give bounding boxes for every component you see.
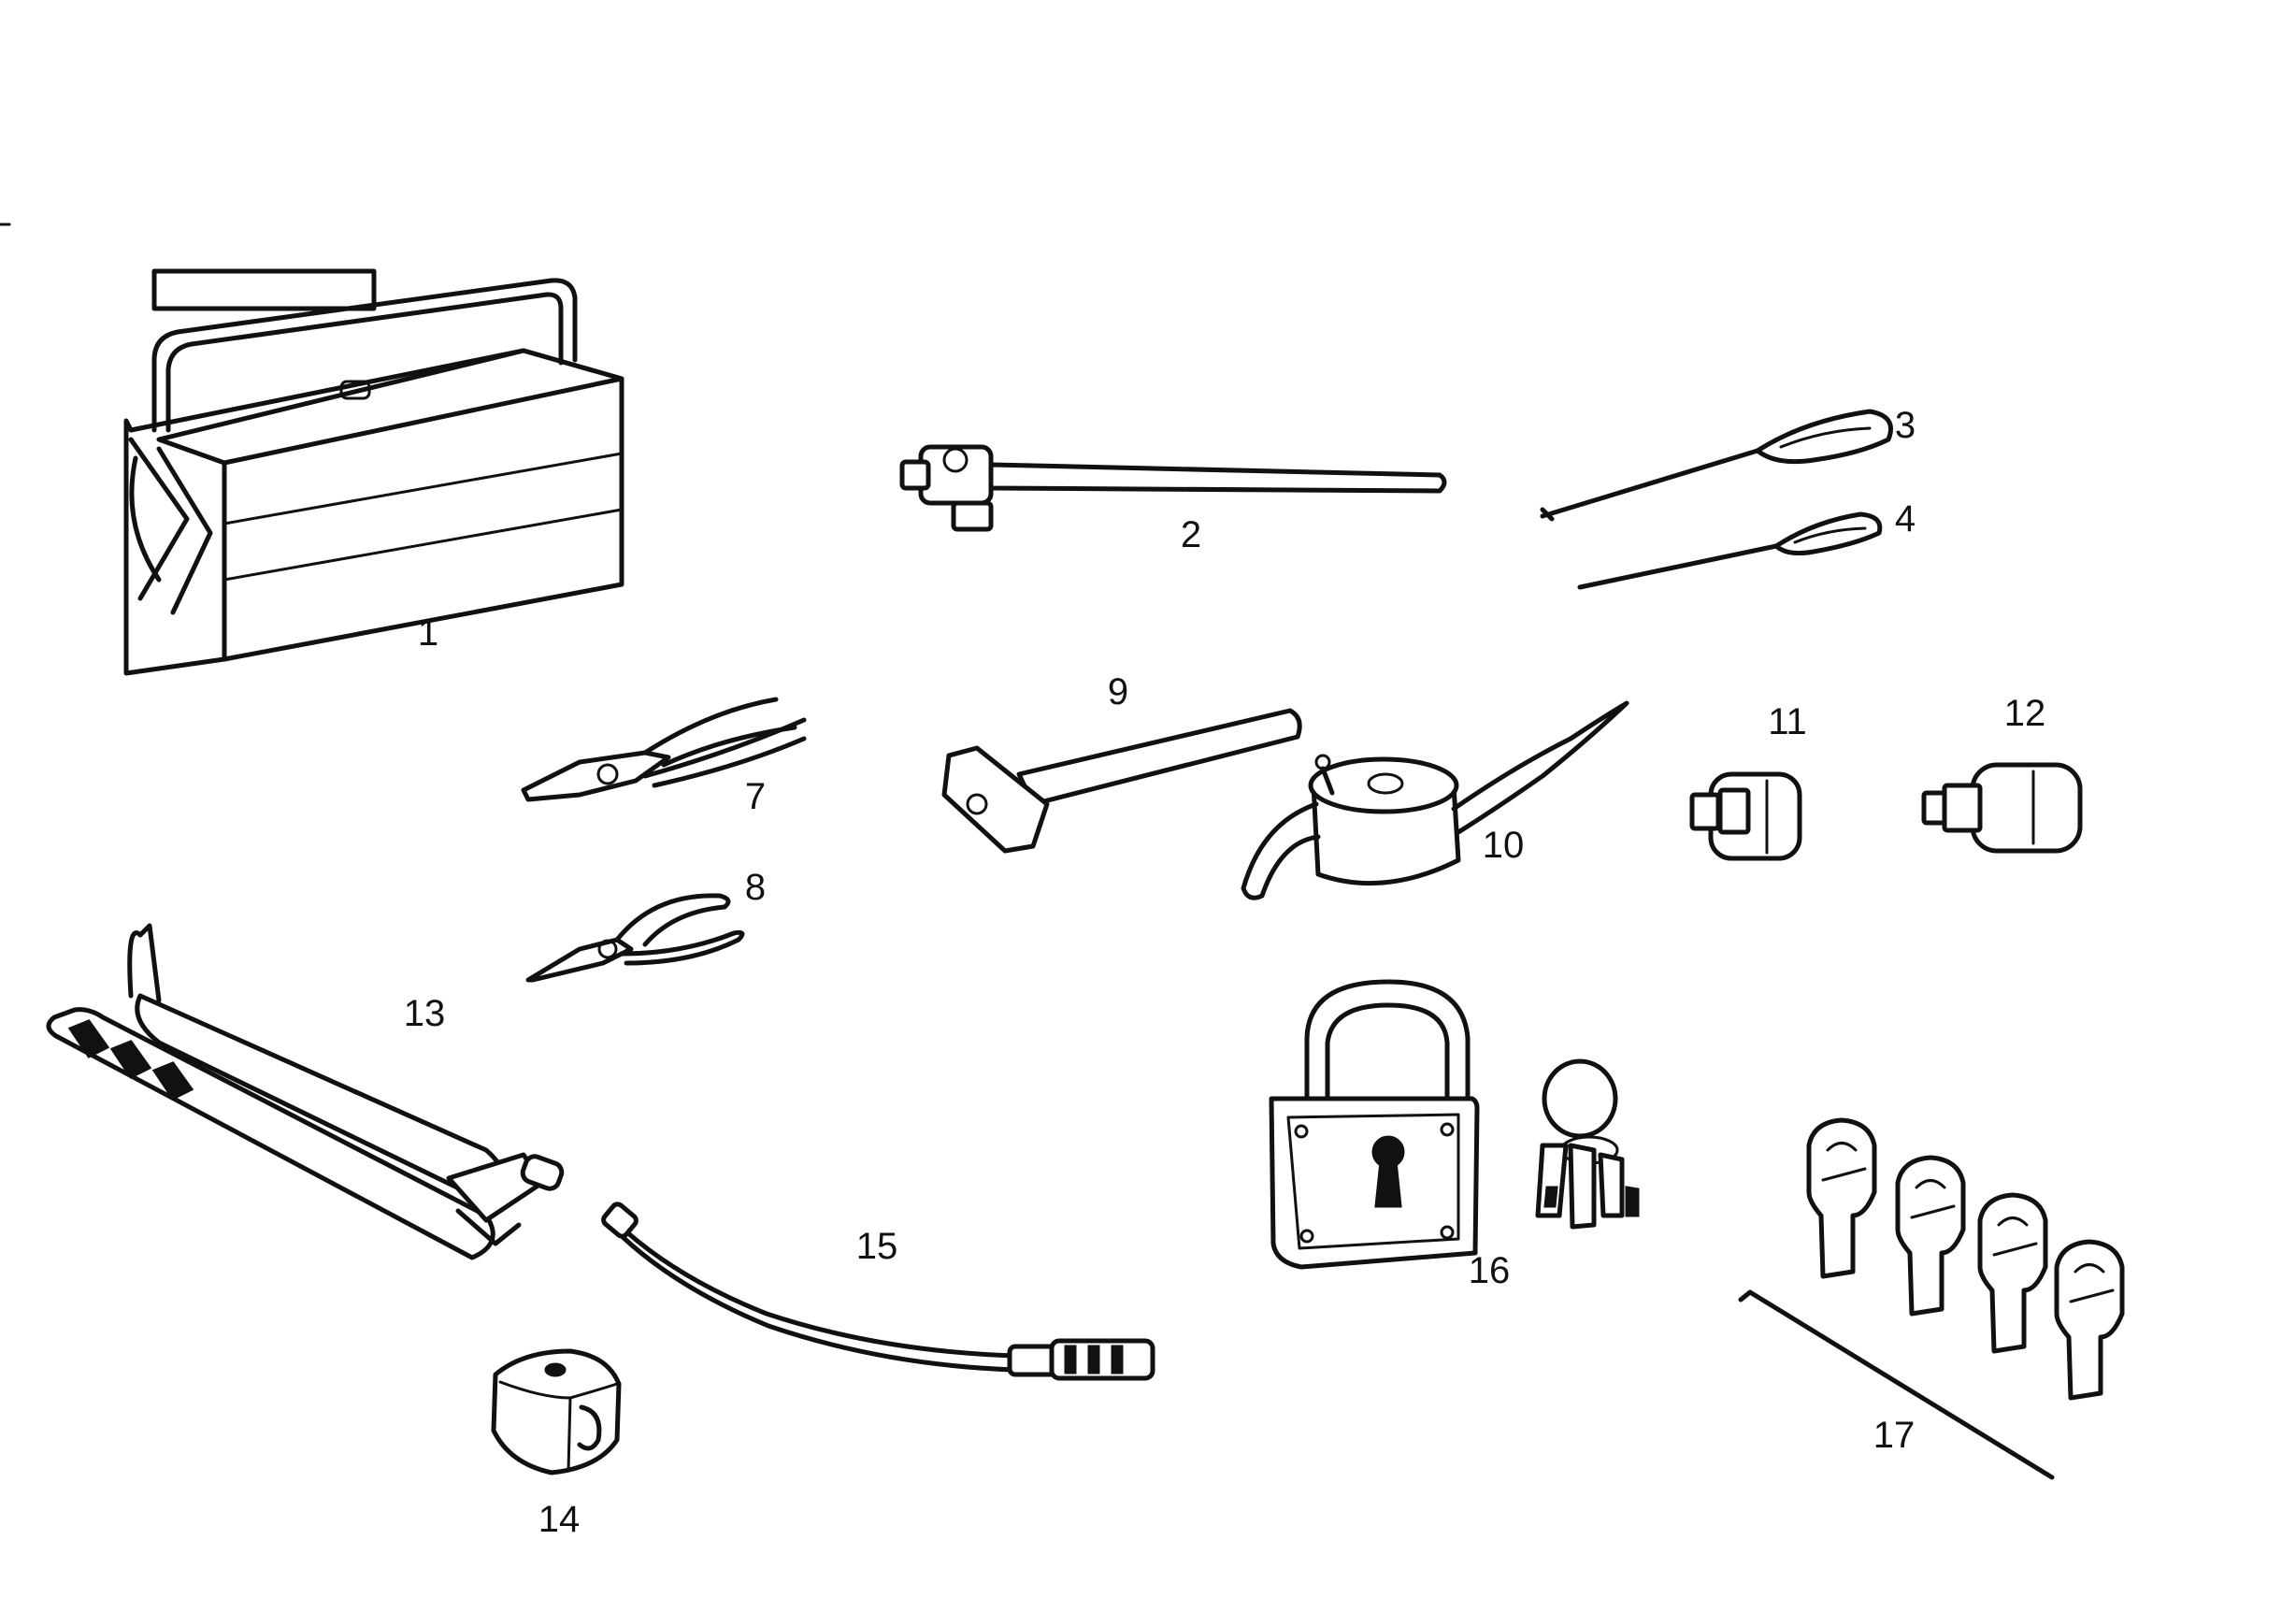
callout-number: 17 <box>1873 1415 1916 1456</box>
callout-number: 10 <box>1483 825 1525 866</box>
tommy-bar-drawing <box>899 444 1447 532</box>
grease-gun-drawing <box>46 923 565 1260</box>
key-1 <box>1806 1117 1877 1279</box>
padlock-drawing <box>1269 979 1480 1270</box>
screwdriver-large-drawing <box>1540 409 1893 522</box>
callout-number: 8 <box>745 867 766 908</box>
callout-number: 14 <box>538 1499 581 1540</box>
callout-number: 15 <box>856 1226 898 1267</box>
key-3 <box>1977 1192 2048 1354</box>
screwdriver-small-drawing <box>1577 511 1883 590</box>
callout-number: 13 <box>404 993 446 1034</box>
callout-number: 9 <box>1108 671 1128 712</box>
callout-number: 3 <box>1895 405 1916 446</box>
combination-pliers-drawing <box>521 697 807 802</box>
flexible-hose-drawing <box>601 1202 1155 1381</box>
callout-number: 11 <box>1768 701 1807 742</box>
key-set-drawing <box>1738 1117 2125 1480</box>
callout-number: 16 <box>1469 1250 1511 1291</box>
callout-number: 1 <box>418 612 438 654</box>
keyring-drawing <box>1535 1058 1640 1230</box>
callout-number: 2 <box>1181 514 1201 555</box>
callout-number: 7 <box>745 776 766 817</box>
snipe-nose-pliers-drawing <box>525 893 745 983</box>
cube-drawing <box>491 1348 622 1475</box>
adaptor-large-drawing <box>1921 762 2083 854</box>
key-4 <box>2054 1239 2125 1401</box>
adaptor-small-drawing <box>1689 771 1802 861</box>
oil-can-drawing <box>1241 700 1629 900</box>
key-2 <box>1895 1155 1966 1317</box>
callout-number: 4 <box>1895 498 1916 540</box>
toolbox-drawing <box>123 268 624 676</box>
callout-number: 12 <box>2004 693 2046 734</box>
hammer-drawing <box>941 708 1302 854</box>
